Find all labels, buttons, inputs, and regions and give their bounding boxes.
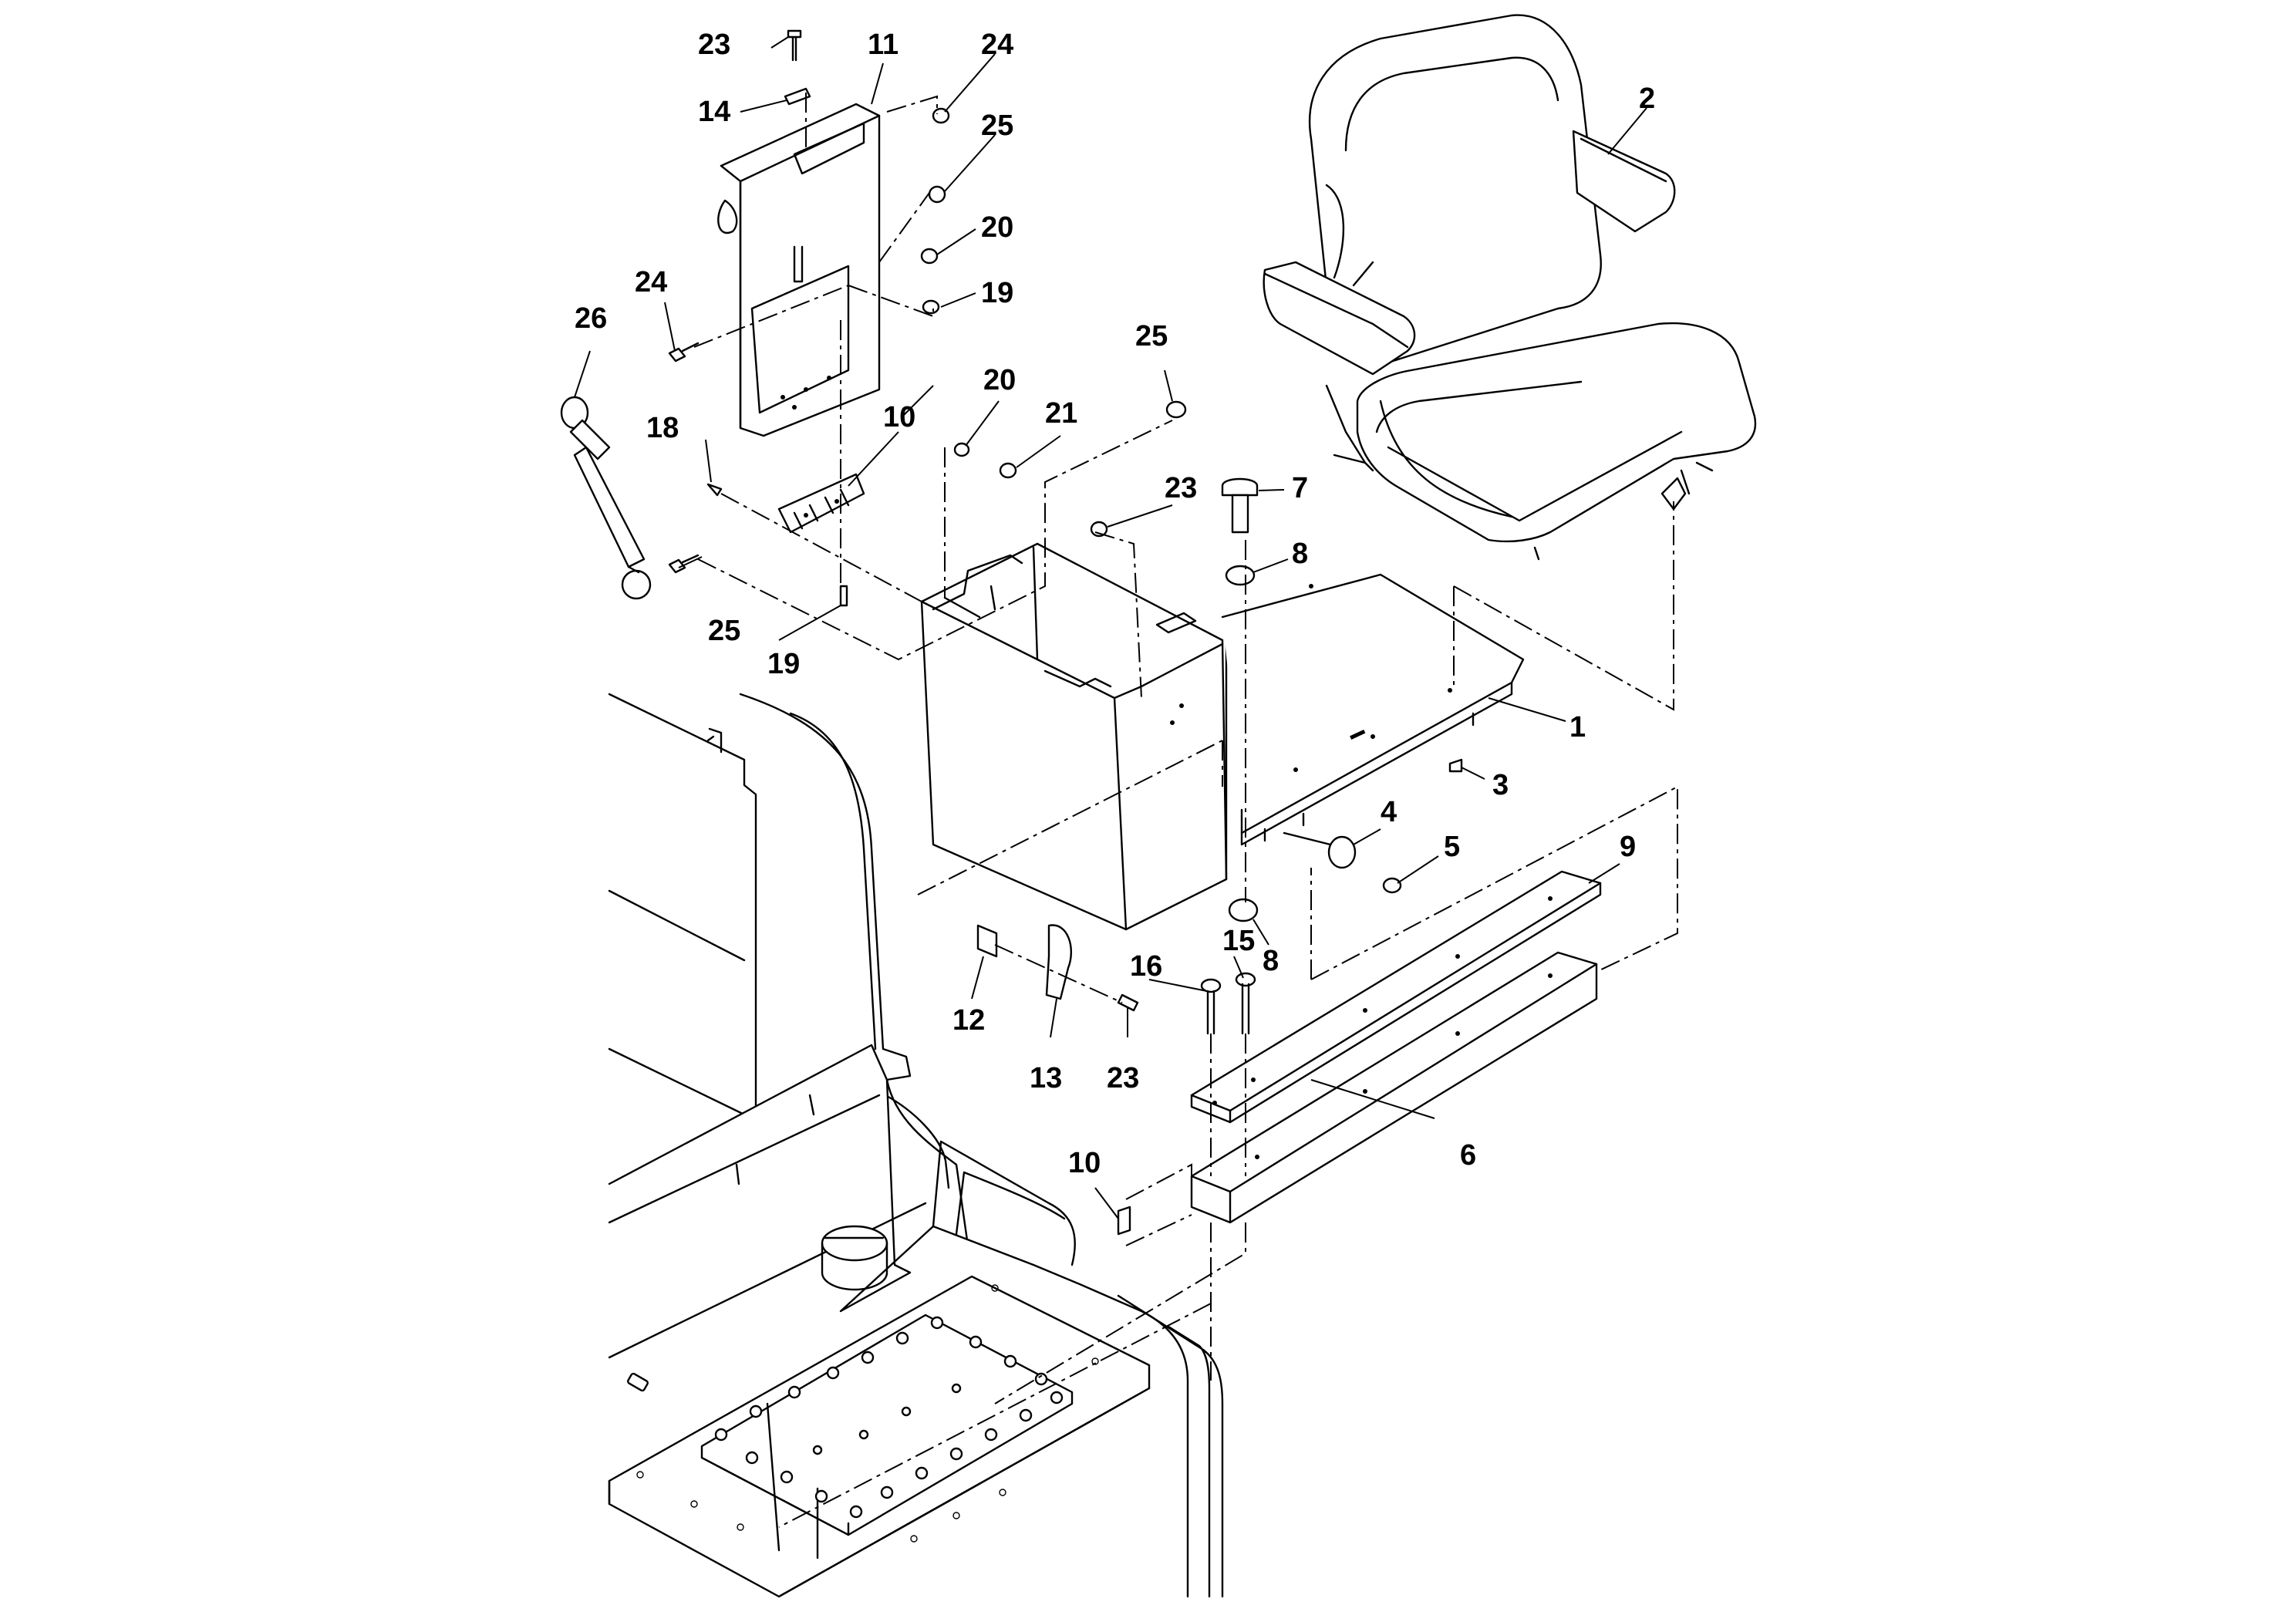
callout-1: 1 — [1569, 711, 1586, 744]
callout-20-top: 20 — [981, 211, 1013, 244]
callout-14: 13 — [1030, 1062, 1062, 1094]
callout-25-top: 25 — [981, 110, 1013, 142]
callout-21: 23 — [1107, 1062, 1139, 1094]
callout-2: 2 — [1639, 83, 1655, 115]
callout-18-top: 18 — [646, 412, 679, 444]
callout-5: 5 — [1444, 831, 1460, 863]
callout-8-top: 8 — [1292, 538, 1308, 570]
callout-20-mid: 21 — [1045, 397, 1077, 430]
callout-labels: 23 11 24 14 25 20 19 24 26 25 20 21 18 1… — [575, 29, 1655, 1179]
callout-4: 4 — [1381, 796, 1397, 828]
callout-24-bottom: 25 — [708, 615, 740, 647]
seat-rails — [1190, 870, 1602, 1224]
callout-13: 12 — [952, 1004, 985, 1037]
callout-9: 9 — [1620, 831, 1636, 863]
callout-15: 14 — [698, 96, 730, 128]
seat-plate — [1221, 573, 1525, 846]
callout-24-top: 24 — [635, 266, 667, 298]
callout-16: 15 — [1222, 925, 1255, 957]
hinge — [777, 473, 865, 534]
callout-6: 6 — [1460, 1139, 1476, 1172]
operator-seat — [1263, 14, 1757, 561]
callout-26: 26 — [575, 302, 607, 335]
cover-bolts — [636, 1284, 1099, 1543]
callout-leaders — [574, 36, 1647, 1219]
small-parts — [668, 29, 1463, 1236]
callout-19-mid: 20 — [983, 364, 1016, 396]
callout-25-mid: 25 — [1135, 320, 1168, 352]
assembly-lines — [693, 93, 1678, 1528]
callout-17: 16 — [1130, 950, 1162, 983]
machine-body — [608, 693, 1224, 1598]
callout-22: 23 — [698, 29, 730, 61]
callout-12: 11 — [868, 29, 899, 61]
callout-23-top: 24 — [981, 29, 1013, 61]
storage-box — [717, 103, 881, 437]
callout-11: 10 — [883, 401, 915, 433]
callout-7: 7 — [1292, 472, 1308, 504]
callout-18-bottom: 19 — [767, 648, 800, 680]
callout-3: 3 — [1492, 769, 1509, 801]
callout-10: 10 — [1068, 1147, 1101, 1179]
callout-23-mid: 23 — [1165, 472, 1197, 504]
callout-19-top: 19 — [981, 277, 1013, 309]
battery-box — [920, 542, 1228, 931]
callout-8-bottom: 8 — [1263, 945, 1279, 977]
gas-strut — [560, 396, 652, 600]
